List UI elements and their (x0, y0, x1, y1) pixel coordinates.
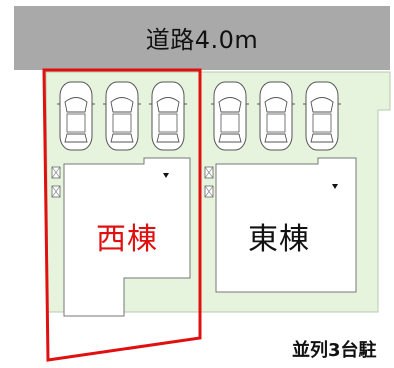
meter-box-icon (204, 185, 214, 198)
road (14, 6, 390, 70)
meter-box-icon (51, 185, 61, 198)
meter-box-icon (51, 166, 61, 179)
parking-caption: 並列3台駐 (292, 340, 377, 361)
car-top-view-icon (149, 81, 187, 151)
arrow-down-marker-icon (163, 173, 169, 178)
car-top-view-icon (303, 81, 341, 151)
road-label: 道路4.0m (145, 26, 259, 54)
west-building (63, 157, 191, 317)
car-top-view-icon (57, 81, 95, 151)
east-building-label: 東棟 (248, 222, 310, 257)
car-top-view-icon (103, 81, 141, 151)
car-top-view-icon (211, 81, 249, 151)
parking-area (57, 81, 341, 151)
arrow-down-marker-icon (332, 184, 338, 189)
west-building-label: 西棟 (96, 222, 158, 257)
car-top-view-icon (257, 81, 295, 151)
meter-box-icon (204, 166, 214, 179)
west-plot-highlight (42, 68, 202, 362)
east-building (215, 157, 357, 293)
